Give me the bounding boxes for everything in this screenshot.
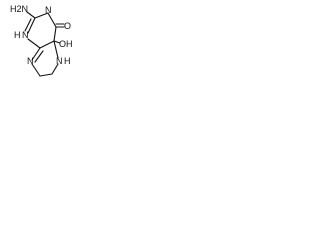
- bond-c2-n1-double: [24, 18, 32, 32]
- bond-n5-c4a: [53, 40, 59, 59]
- bond-c8a-n8-double: [34, 50, 44, 63]
- bond-c2-n1: [27, 17, 36, 34]
- atom-label-lower-n-left: N: [27, 56, 34, 66]
- atom-label-ring-nh-upper-h: H: [14, 30, 21, 40]
- bond-c8a-n1: [27, 38, 41, 49]
- bond-c4a-oh: [53, 40, 61, 44]
- atom-label-ring-nh-upper: N: [22, 30, 29, 40]
- atom-label-imine-n: N: [45, 5, 52, 15]
- bond-c4a-c8a: [39, 40, 55, 49]
- bond-n8-c7: [31, 63, 41, 77]
- atom-label-amino: H2N: [10, 4, 28, 14]
- molecule-structure-diagram: H2N H N N O OH N N H: [10, 4, 73, 77]
- bond-c7-c6: [39, 73, 53, 77]
- bond-c2-nh2: [26, 11, 36, 19]
- atom-label-lower-nh-h: H: [64, 56, 71, 66]
- atom-label-lower-nh: N: [56, 56, 63, 66]
- atom-label-carbonyl-o: O: [64, 21, 71, 31]
- bond-c6-n5: [51, 63, 59, 75]
- bond-c8a-n8: [31, 47, 41, 61]
- bond-n3-c4: [47, 12, 57, 28]
- atom-label-hydroxyl: OH: [59, 39, 73, 49]
- atom-label-group: H2N H N N O OH N N H: [10, 4, 73, 66]
- bond-c4-c4a: [53, 26, 57, 42]
- bond-group: [24, 11, 65, 77]
- bond-c2-n3: [34, 12, 49, 19]
